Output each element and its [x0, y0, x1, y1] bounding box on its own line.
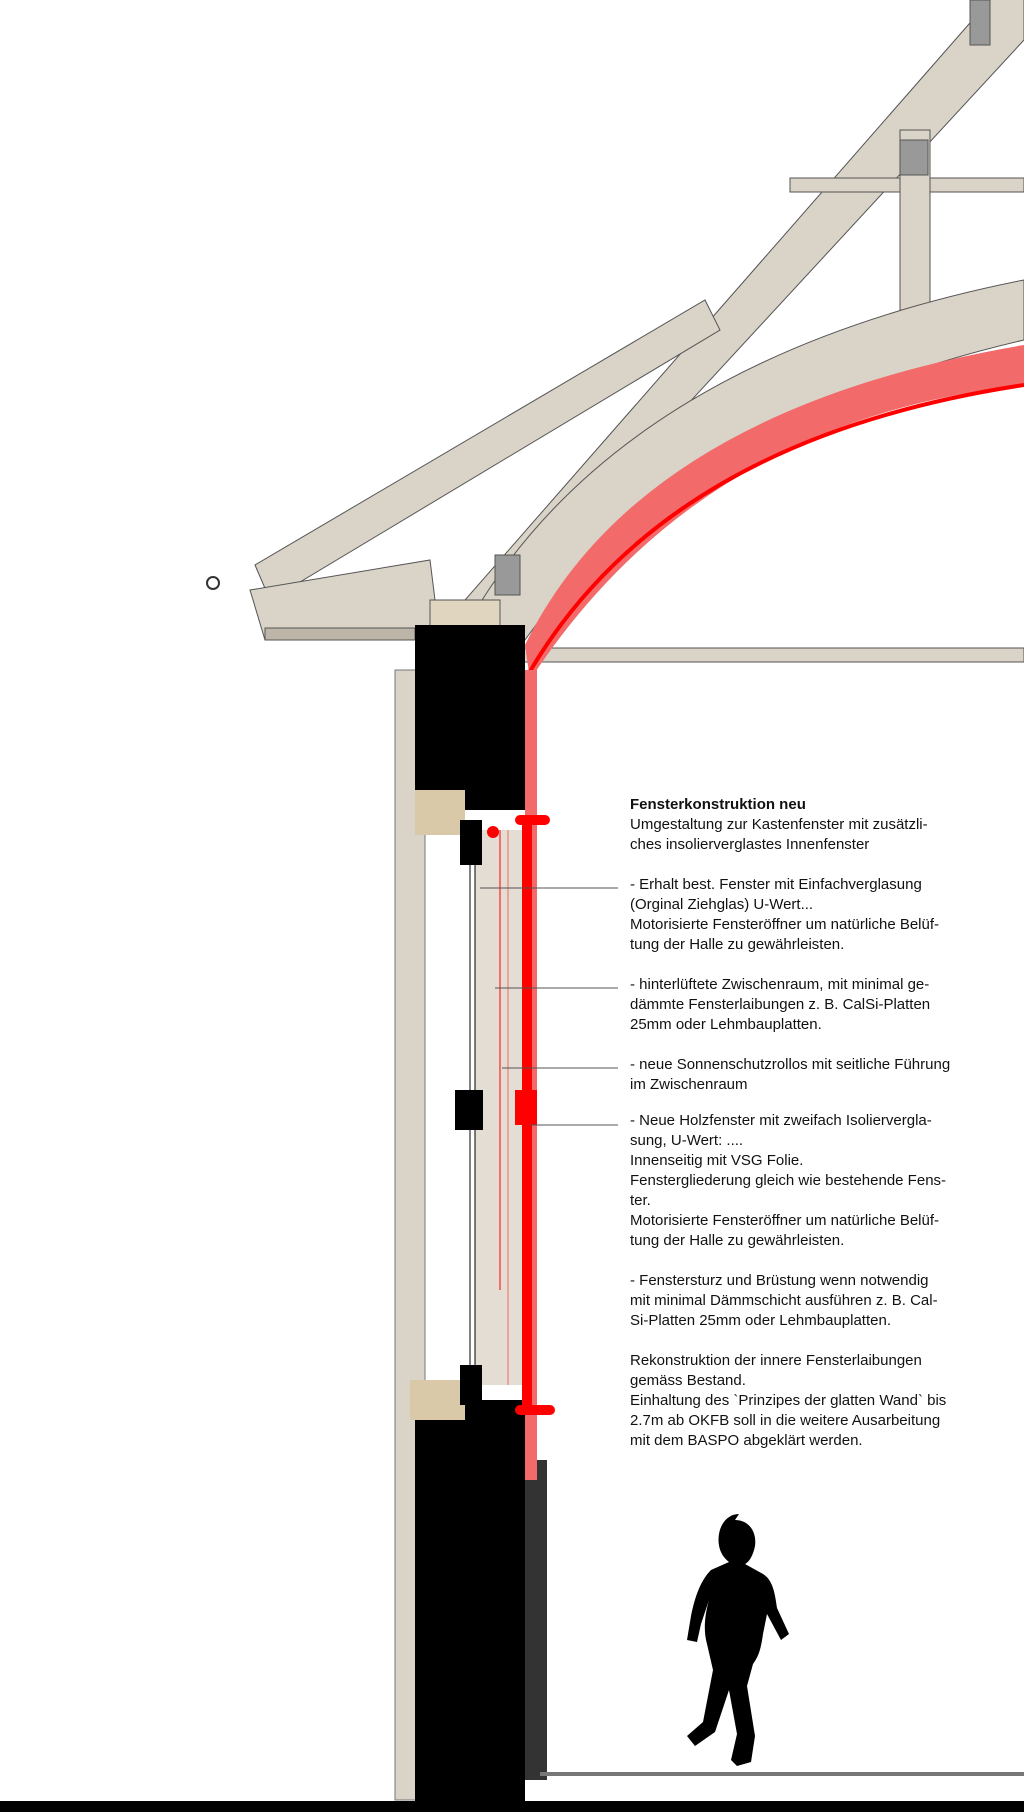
gutter-hook	[206, 576, 220, 590]
note-line: dämmte Fensterlaibungen z. B. CalSi-Plat…	[630, 996, 931, 1013]
existing-frame-top	[460, 820, 482, 865]
note-line: Si-Platten 25mm oder Lehmbauplatten.	[630, 1312, 891, 1329]
notes-intro-line: Umgestaltung zur Kastenfenster mit zusät…	[630, 816, 928, 833]
notes-heading-block: Fensterkonstruktion neu Umgestaltung zur…	[630, 795, 1020, 855]
new-inner-window	[487, 670, 555, 1480]
new-red-arc	[523, 383, 1024, 681]
note-line: sung, U-Wert: ....	[630, 1132, 744, 1149]
note-line: Motorisierte Fensteröffner um natürliche…	[630, 916, 940, 933]
new-frame-top	[515, 815, 550, 825]
note-lintel-parapet: - Fenstersturz und Brüstung wenn notwend…	[630, 1271, 1020, 1331]
lintel-stone	[415, 790, 465, 835]
inner-plinth	[525, 1460, 547, 1780]
note-line: Innenseitig mit VSG Folie.	[630, 1152, 804, 1169]
note-line: tung der Halle zu gewährleisten.	[630, 936, 845, 953]
note-line: 2.7m ab OKFB soll in die weitere Ausarbe…	[630, 1412, 941, 1429]
note-line: Rekonstruktion der innere Fensterlaibung…	[630, 1352, 922, 1369]
note-existing-window: - Erhalt best. Fenster mit Einfachvergla…	[630, 875, 1020, 955]
note-line: (Orginal Ziehglas) U-Wert...	[630, 896, 814, 913]
sill-stone	[410, 1380, 465, 1420]
purlin-upper	[899, 139, 929, 176]
note-line: - hinterlüftete Zwischenraum, mit minima…	[630, 976, 930, 993]
note-ventilated-gap: - hinterlüftete Zwischenraum, mit minima…	[630, 975, 1020, 1035]
new-frame-bottom	[515, 1405, 555, 1415]
existing-frame-mid	[455, 1090, 483, 1130]
note-line: im Zwischenraum	[630, 1076, 748, 1093]
note-line: Motorisierte Fensteröffner um natürliche…	[630, 1212, 940, 1229]
note-line: Fenstergliederung gleich wie bestehende …	[630, 1172, 947, 1189]
existing-frame-bottom	[460, 1365, 482, 1405]
floor-line	[0, 1801, 1024, 1812]
note-line: gemäss Bestand.	[630, 1372, 746, 1389]
note-line: - Neue Holzfenster mit zweifach Isolierv…	[630, 1112, 932, 1129]
note-line: - neue Sonnenschutzrollos mit seitliche …	[630, 1056, 951, 1073]
insulation-arc	[525, 345, 1024, 680]
child-silhouette	[687, 1514, 789, 1766]
note-line: Einhaltung des `Prinzipes der glatten Wa…	[630, 1392, 947, 1409]
leader-lines	[480, 887, 618, 1126]
notes-intro-line: ches insolierverglastes Innenfenster	[630, 836, 870, 853]
roof-structure	[249, 0, 1024, 663]
eaves-cornice	[264, 627, 416, 641]
note-sun-blinds: - neue Sonnenschutzrollos mit seitliche …	[630, 1055, 1020, 1095]
note-line: - Erhalt best. Fenster mit Einfachvergla…	[630, 876, 922, 893]
masonry-wall-lower	[415, 1400, 525, 1812]
note-line: - Fenstersturz und Brüstung wenn notwend…	[630, 1272, 929, 1289]
note-line: 25mm oder Lehmbauplatten.	[630, 1016, 822, 1033]
note-new-wood-window: - Neue Holzfenster mit zweifach Isolierv…	[630, 1111, 1020, 1251]
new-frame-mid	[515, 1090, 537, 1125]
notes-title: Fensterkonstruktion neu	[630, 796, 806, 813]
note-line: mit dem BASPO abgeklärt werden.	[630, 1432, 863, 1449]
note-line: tung der Halle zu gewährleisten.	[630, 1232, 845, 1249]
note-reconstruction: Rekonstruktion der innere Fensterlaibung…	[630, 1351, 1020, 1451]
purlin	[494, 554, 521, 596]
interior-floor	[540, 1772, 1024, 1776]
masonry-wall-upper	[415, 625, 525, 810]
ridge-purlin	[969, 0, 991, 46]
annotation-text: Fensterkonstruktion neu Umgestaltung zur…	[630, 795, 1020, 1471]
roller-blind-box	[487, 826, 499, 838]
note-line: mit minimal Dämmschicht ausführen z. B. …	[630, 1292, 938, 1309]
note-line: ter.	[630, 1192, 651, 1209]
